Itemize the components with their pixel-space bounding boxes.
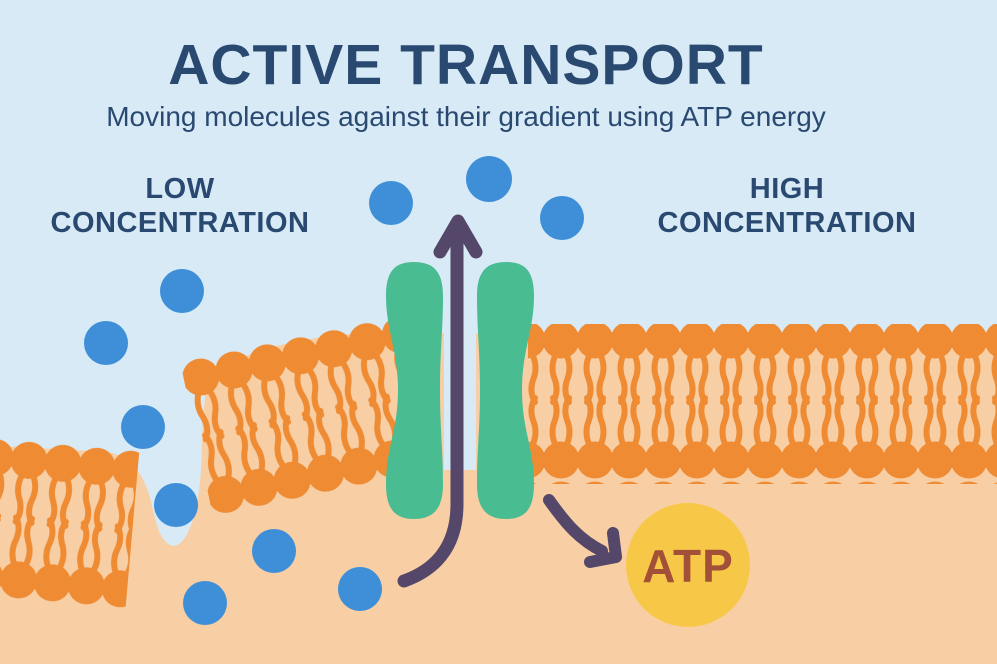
arrow-shaft bbox=[397, 227, 464, 588]
membrane-left-section bbox=[0, 436, 140, 610]
atp-arrow-head-icon bbox=[584, 527, 622, 568]
page-title: ACTIVE TRANSPORT bbox=[168, 33, 764, 97]
molecules bbox=[84, 156, 584, 625]
molecule bbox=[338, 567, 382, 611]
membrane-right-section bbox=[528, 324, 997, 484]
atp-label: ATP bbox=[642, 540, 734, 592]
molecule bbox=[160, 269, 204, 313]
molecule bbox=[252, 529, 296, 573]
high-concentration-label: HIGH CONCENTRATION bbox=[658, 173, 917, 239]
molecule bbox=[540, 196, 584, 240]
transport-direction-arrow bbox=[397, 214, 483, 588]
channel-right-lobe bbox=[477, 262, 534, 519]
transport-protein-channel bbox=[386, 262, 534, 519]
atp-arrow-shaft bbox=[543, 494, 608, 557]
molecule bbox=[84, 321, 128, 365]
low-label-line2: CONCENTRATION bbox=[51, 207, 310, 239]
atp-circle bbox=[626, 503, 750, 627]
molecule bbox=[466, 156, 512, 202]
channel-left-lobe bbox=[386, 262, 443, 519]
arrow-head-icon bbox=[433, 214, 483, 259]
molecule bbox=[121, 405, 165, 449]
atp-pointer-arrow bbox=[543, 494, 622, 568]
page-subtitle: Moving molecules against their gradient … bbox=[106, 101, 826, 132]
membrane-tilted-section bbox=[179, 316, 424, 518]
high-label-line2: CONCENTRATION bbox=[658, 207, 917, 239]
low-label-line1: LOW bbox=[145, 173, 214, 205]
atp-token: ATP bbox=[626, 503, 750, 627]
high-label-line1: HIGH bbox=[750, 173, 825, 205]
molecule bbox=[183, 581, 227, 625]
molecule bbox=[154, 483, 198, 527]
molecule bbox=[369, 181, 413, 225]
low-concentration-label: LOW CONCENTRATION bbox=[51, 173, 310, 239]
